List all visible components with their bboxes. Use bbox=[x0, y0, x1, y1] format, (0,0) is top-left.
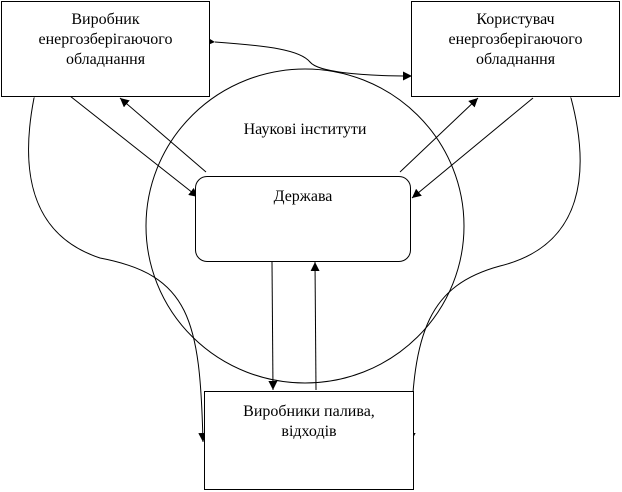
fuel-producers-box: Виробники палива, відходів bbox=[204, 391, 414, 490]
arrow-user-to-state bbox=[411, 97, 534, 199]
manufacturer-label: Виробник енергозберігаючого обладнання bbox=[38, 11, 173, 68]
institutes-label: Наукові інститути bbox=[243, 121, 367, 138]
arrow-manufacturer-user bbox=[205, 36, 413, 81]
arrow-user-fuel bbox=[406, 88, 581, 443]
manufacturer-box: Виробник енергозберігаючого обладнання bbox=[1, 1, 210, 97]
state-box: Держава bbox=[195, 176, 411, 262]
arrow-fuel-to-state bbox=[310, 261, 320, 391]
state-label: Держава bbox=[273, 188, 333, 205]
user-label: Користувач енергозберігаючого обладнання bbox=[448, 11, 583, 68]
arrow-state-to-manufacturer bbox=[119, 97, 207, 173]
arrow-manufacturer-to-state bbox=[69, 95, 199, 198]
fuel-producers-label: Виробники палива, відходів bbox=[243, 403, 375, 440]
user-box: Користувач енергозберігаючого обладнання bbox=[411, 1, 620, 97]
arrow-manufacturer-fuel bbox=[28, 88, 208, 443]
arrow-state-to-fuel bbox=[268, 261, 278, 391]
